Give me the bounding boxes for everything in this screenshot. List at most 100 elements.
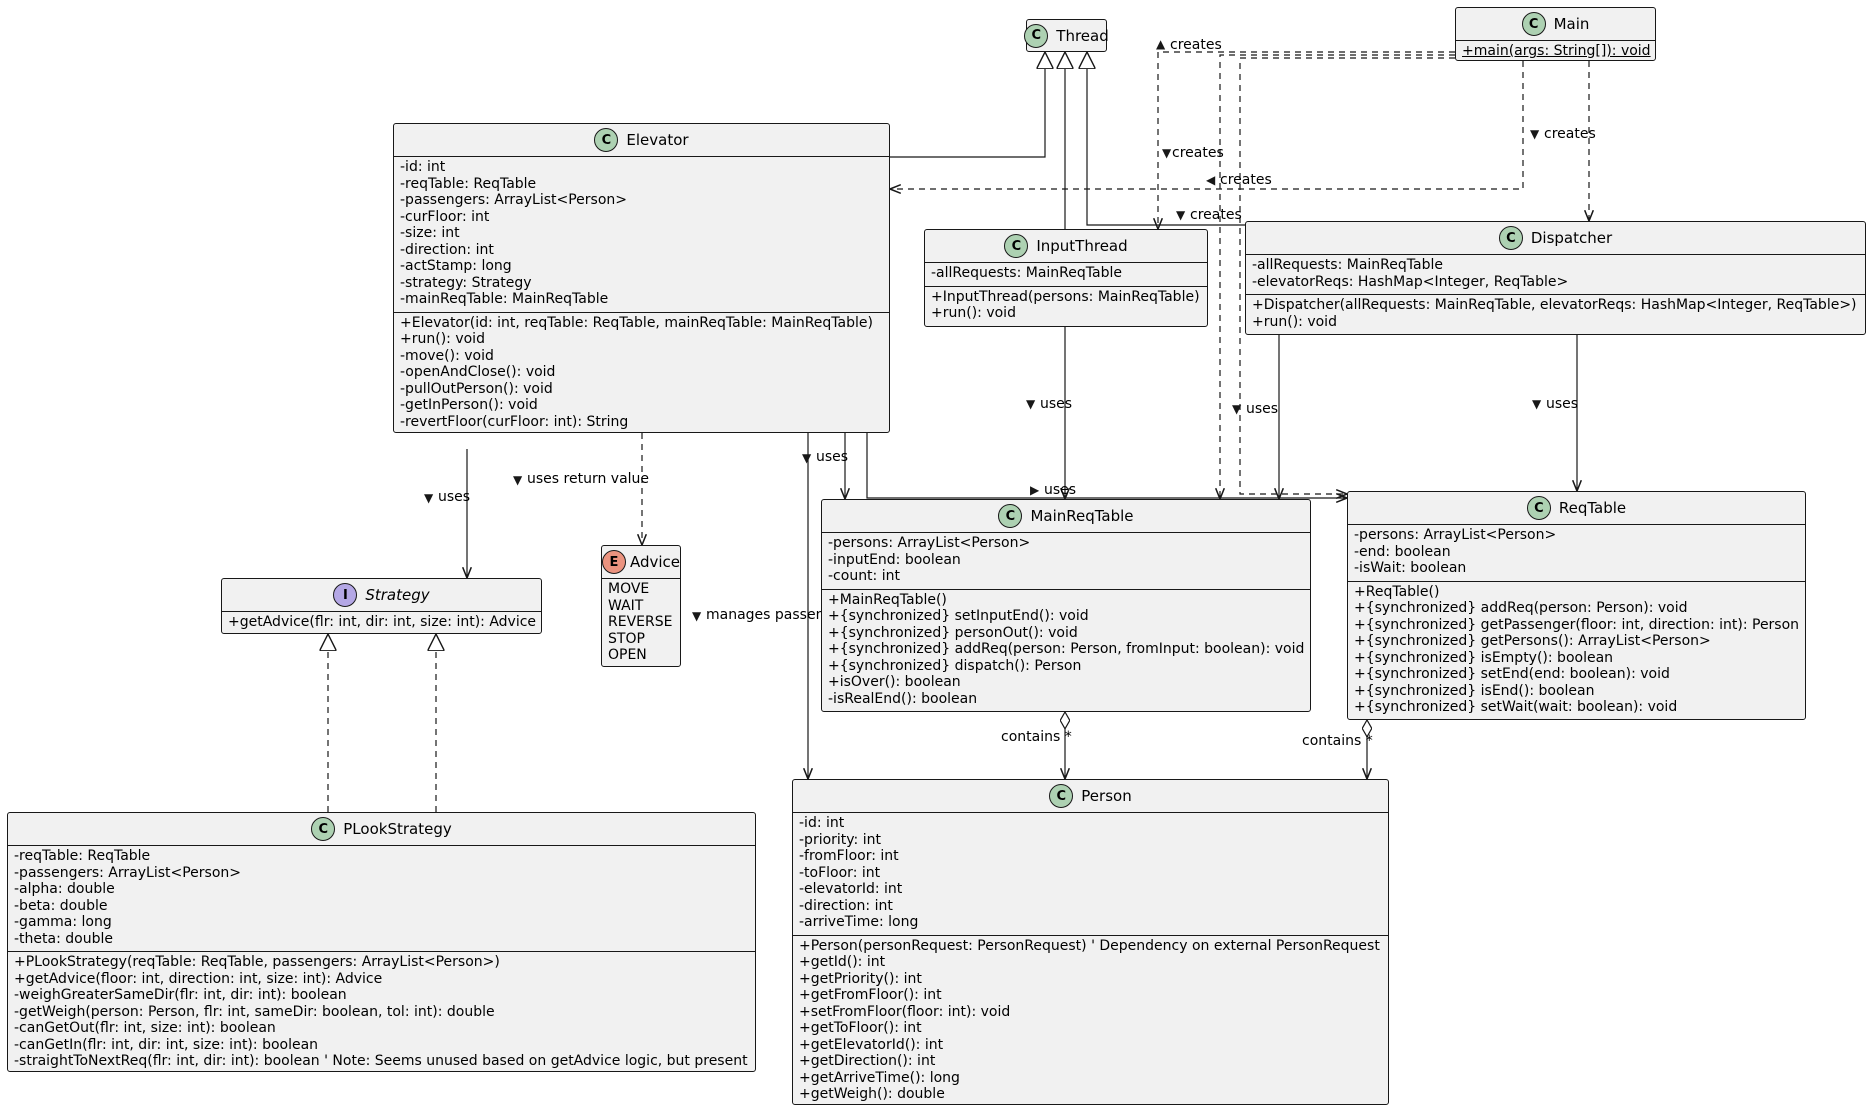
- class-elevator[interactable]: C Elevator -id: int -reqTable: ReqTable …: [393, 123, 890, 433]
- class-reqtable-methods: +ReqTable() +{synchronized} addReq(perso…: [1348, 582, 1805, 720]
- interface-strategy-name: Strategy: [365, 586, 430, 604]
- class-icon: C: [998, 504, 1023, 528]
- class-reqtable-fields: -persons: ArrayList<Person> -end: boolea…: [1348, 525, 1805, 582]
- method: +{synchronized} setInputEnd(): void: [828, 608, 1089, 624]
- method: +MainReqTable(): [828, 591, 947, 608]
- label-elevator-uses-advice: uses return value: [527, 471, 650, 487]
- class-elevator-header: C Elevator: [394, 124, 889, 157]
- method: +getAdvice(floor: int, direction: int, s…: [14, 970, 383, 987]
- class-elevator-methods: +Elevator(id: int, reqTable: ReqTable, m…: [394, 313, 889, 435]
- svg-text:◀: ◀: [1206, 173, 1216, 187]
- method: +setFromFloor(floor: int): void: [799, 1003, 1011, 1020]
- class-dispatcher[interactable]: C Dispatcher -allRequests: MainReqTable …: [1245, 221, 1866, 335]
- field: -direction: int: [400, 241, 494, 258]
- method: +getDirection(): int: [799, 1053, 936, 1069]
- enum-value: WAIT: [608, 597, 644, 614]
- method: -pullOutPerson(): void: [400, 380, 553, 397]
- edge-dispatcher-extends-thread: [1087, 52, 1245, 226]
- field: -elevatorId: int: [799, 881, 903, 897]
- field: -id: int: [799, 815, 845, 831]
- class-inputthread-methods: +InputThread(persons: MainReqTable) +run…: [925, 287, 1207, 326]
- field: -inputEnd: boolean: [828, 551, 961, 568]
- class-mainreqtable-name: MainReqTable: [1030, 507, 1134, 525]
- edge-main-creates-elevator: [890, 61, 1524, 189]
- svg-text:▼: ▼: [1162, 146, 1172, 160]
- svg-text:▲: ▲: [1156, 37, 1166, 51]
- method: -openAndClose(): void: [400, 364, 556, 380]
- method: +InputThread(persons: MainReqTable): [931, 288, 1200, 305]
- class-plookstrategy[interactable]: C PLookStrategy -reqTable: ReqTable -pas…: [7, 812, 756, 1072]
- enum-icon: E: [601, 550, 626, 574]
- class-plookstrategy-header: C PLookStrategy: [8, 813, 755, 846]
- method: -move(): void: [400, 347, 494, 364]
- class-icon: C: [594, 128, 619, 152]
- svg-text:▼: ▼: [1026, 397, 1036, 411]
- interface-strategy-methods: +getAdvice(flr: int, dir: int, size: int…: [222, 612, 541, 635]
- class-reqtable-name: ReqTable: [1558, 499, 1627, 517]
- class-thread-name: Thread: [1056, 26, 1109, 45]
- class-mainreqtable[interactable]: C MainReqTable -persons: ArrayList<Perso…: [821, 499, 1311, 712]
- class-thread[interactable]: C Thread: [1024, 19, 1109, 52]
- edge-main-creates-mainreqtable: [1220, 54, 1455, 499]
- field: -passengers: ArrayList<Person>: [400, 192, 627, 208]
- class-mainreqtable-fields: -persons: ArrayList<Person> -inputEnd: b…: [822, 533, 1310, 590]
- svg-text:▼: ▼: [692, 609, 702, 623]
- method: -canGetIn(flr: int, dir: int, size: int)…: [14, 1036, 319, 1053]
- class-main[interactable]: C Main +main(args: String[]): void: [1455, 7, 1656, 61]
- label-inputthread-uses: uses: [1040, 396, 1073, 412]
- method: +getWeigh(): double: [799, 1086, 945, 1102]
- edge-main-creates-reqtable: [1239, 57, 1455, 494]
- class-icon: C: [1049, 784, 1074, 808]
- class-inputthread-fields: -allRequests: MainReqTable: [925, 263, 1207, 287]
- field: -arriveTime: long: [799, 914, 919, 930]
- method: +{synchronized} dispatch(): Person: [828, 657, 1082, 674]
- method: +getToFloor(): int: [799, 1020, 922, 1036]
- class-plookstrategy-methods: +PLookStrategy(reqTable: ReqTable, passe…: [8, 952, 755, 1074]
- class-dispatcher-name: Dispatcher: [1530, 229, 1613, 247]
- method: +getFromFloor(): int: [799, 987, 942, 1003]
- class-person[interactable]: C Person -id: int -priority: int -fromFl…: [792, 779, 1389, 1105]
- method: +{synchronized} setEnd(end: boolean): vo…: [1354, 666, 1670, 682]
- class-plookstrategy-fields: -reqTable: ReqTable -passengers: ArrayLi…: [8, 846, 755, 952]
- class-inputthread[interactable]: C InputThread -allRequests: MainReqTable…: [924, 229, 1208, 327]
- class-reqtable[interactable]: C ReqTable -persons: ArrayList<Person> -…: [1347, 491, 1806, 720]
- field: -theta: double: [14, 930, 113, 947]
- enum-advice-values: MOVE WAIT REVERSE STOP OPEN: [602, 579, 680, 668]
- method: +{synchronized} getPassenger(floor: int,…: [1354, 616, 1800, 633]
- method: +{synchronized} personOut(): void: [828, 624, 1078, 641]
- enum-advice-header: E Advice: [601, 546, 680, 579]
- enum-advice[interactable]: E Advice MOVE WAIT REVERSE STOP OPEN: [601, 545, 681, 667]
- method: +getId(): int: [799, 954, 886, 970]
- class-icon: C: [1004, 234, 1029, 258]
- svg-text:▼: ▼: [1530, 127, 1540, 141]
- enum-value: STOP: [608, 630, 645, 647]
- field: -allRequests: MainReqTable: [931, 265, 1122, 281]
- class-dispatcher-header: C Dispatcher: [1246, 222, 1865, 255]
- method: -canGetOut(flr: int, size: int): boolean: [14, 1020, 276, 1036]
- edge-main-creates-inputthread: [1158, 51, 1455, 229]
- enum-value: REVERSE: [608, 614, 673, 630]
- method: +getAdvice(flr: int, dir: int, size: int…: [228, 614, 537, 630]
- method: +getArriveTime(): long: [799, 1069, 960, 1086]
- class-person-name: Person: [1081, 787, 1132, 805]
- method: +run(): void: [1252, 313, 1337, 330]
- label-main-creates-reqtable: creates: [1190, 207, 1242, 223]
- method: -weighGreaterSameDir(flr: int, dir: int)…: [14, 987, 347, 1003]
- interface-strategy[interactable]: I Strategy +getAdvice(flr: int, dir: int…: [221, 578, 542, 634]
- method: +run(): void: [400, 331, 485, 347]
- svg-text:▼: ▼: [513, 473, 523, 487]
- label-dispatcher-uses-reqtable: uses: [1546, 396, 1579, 412]
- class-icon: C: [1521, 12, 1546, 36]
- field: -priority: int: [799, 831, 881, 848]
- class-person-methods: +Person(personRequest: PersonRequest) ' …: [793, 936, 1388, 1107]
- field: -persons: ArrayList<Person>: [1354, 527, 1557, 543]
- svg-text:▼: ▼: [424, 491, 434, 505]
- method: -getWeigh(person: Person, flr: int, same…: [14, 1003, 495, 1020]
- interface-strategy-header: I Strategy: [222, 579, 541, 612]
- method: +{synchronized} setWait(wait: boolean): …: [1354, 699, 1678, 715]
- field: -curFloor: int: [400, 208, 490, 225]
- method: +getElevatorId(): int: [799, 1036, 944, 1053]
- field: -alpha: double: [14, 881, 115, 897]
- field: -allRequests: MainReqTable: [1252, 257, 1443, 273]
